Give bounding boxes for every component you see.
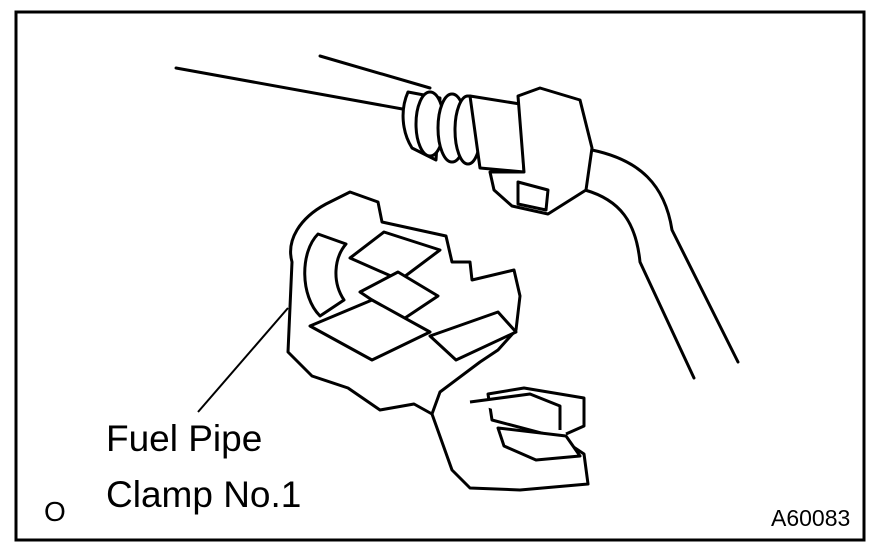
figure-frame xyxy=(14,10,866,542)
fuel-pipe-clamp xyxy=(286,190,590,492)
bent-pipe-inner xyxy=(583,188,696,380)
callout-leader-line xyxy=(197,307,289,413)
fuel-pipe-upper-edge xyxy=(174,66,410,112)
callout-label-line2: Clamp No.1 xyxy=(106,474,302,515)
corner-mark: O xyxy=(44,496,66,527)
quick-connector xyxy=(401,86,594,216)
fuel-pipe-lower-edge xyxy=(318,54,432,90)
callout-label-line1: Fuel Pipe xyxy=(106,418,263,459)
bent-pipe-outer xyxy=(590,148,740,364)
figure-code: A60083 xyxy=(771,505,851,531)
